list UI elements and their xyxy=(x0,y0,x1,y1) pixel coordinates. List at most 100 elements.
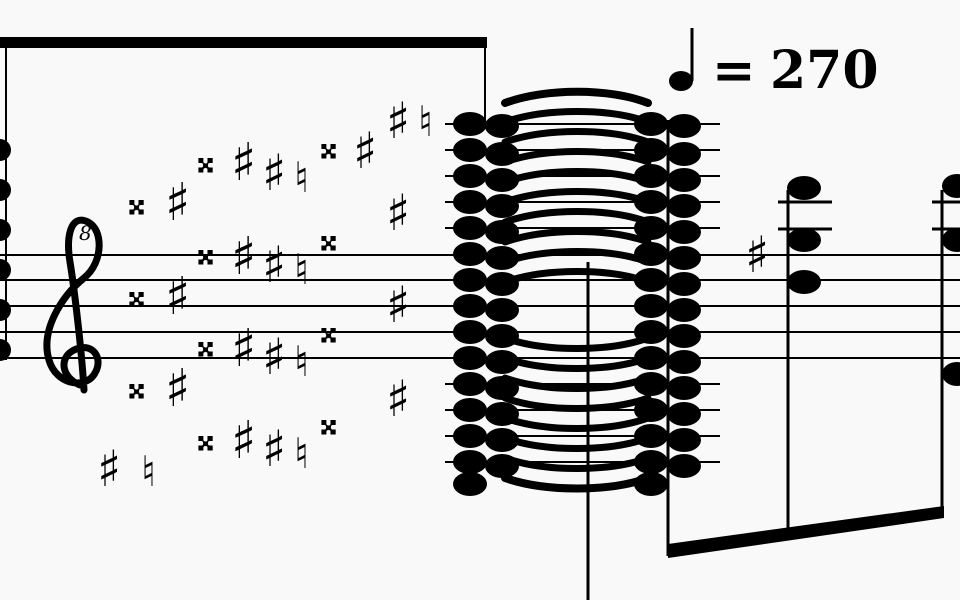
natural-icon: ♮ xyxy=(294,153,309,202)
octave-marker: 8 xyxy=(79,221,92,245)
sharp-icon: ♯ xyxy=(262,420,286,478)
quarter-note-icon xyxy=(669,71,693,91)
cluster-note xyxy=(485,350,519,374)
tie-arc xyxy=(501,454,652,472)
tempo-marking: = 270 xyxy=(669,28,879,101)
tempo-equals: = xyxy=(712,40,756,101)
sharp-icon: ♯ xyxy=(231,411,256,471)
sharp-icon: ♯ xyxy=(231,227,256,287)
sharp-icon: ♯ xyxy=(165,267,190,327)
left-note-3 xyxy=(0,219,11,241)
cluster-note xyxy=(667,168,701,192)
edge-chord-note xyxy=(942,228,960,252)
tie-arc xyxy=(501,268,652,286)
sharp-icon: ♯ xyxy=(386,184,410,242)
cluster-note xyxy=(453,294,487,318)
chord-note xyxy=(787,176,821,200)
sharp-icon: ♯ xyxy=(165,173,190,233)
natural-icon: ♮ xyxy=(294,245,309,294)
double-sharp-icon: 𝄪 xyxy=(197,415,214,459)
sharp-icon: ♯ xyxy=(165,359,190,419)
sharp-icon: ♯ xyxy=(262,236,286,294)
treble-clef-icon xyxy=(43,216,103,394)
left-note-4 xyxy=(0,259,11,281)
tie-arc xyxy=(501,394,652,412)
accidentals-cluster: 𝄪 𝄪 𝄪 ♯ ♯ ♯ 𝄪 𝄪 𝄪 𝄪 ♯ ♯ ♯ ♯ xyxy=(97,92,433,498)
cluster-note xyxy=(485,428,519,452)
sharp-column-3: ♯ ♯ ♯ ♯ xyxy=(262,144,286,478)
sharp-column-2: ♯ ♯ ♯ ♯ xyxy=(231,133,256,471)
sharp-column-1: ♯ ♯ ♯ xyxy=(165,173,190,419)
tie-arc xyxy=(501,108,652,126)
sharp-icon: ♯ xyxy=(262,144,286,202)
tie-arc xyxy=(501,434,652,452)
natural-icon: ♮ xyxy=(294,337,309,386)
treble-clef: 8 xyxy=(43,216,103,394)
double-sharp-icon: 𝄪 xyxy=(128,179,145,223)
tie-arc xyxy=(501,128,652,146)
tie-arc xyxy=(501,414,652,432)
double-sharp-icon: 𝄪 xyxy=(197,229,214,273)
tie-arc xyxy=(501,228,652,246)
double-sharp-icon: 𝄪 xyxy=(197,137,214,181)
cluster-note xyxy=(453,346,487,370)
cluster-note xyxy=(667,246,701,270)
sharp-icon: ♯ xyxy=(353,122,377,180)
natural-column-2: ♮ xyxy=(418,97,433,146)
tie-arcs xyxy=(501,87,652,493)
cluster-note xyxy=(634,294,668,318)
cluster-note xyxy=(667,114,701,138)
bottom-beam xyxy=(668,506,944,558)
tie-arc xyxy=(501,248,652,266)
cluster-note xyxy=(667,428,701,452)
tie-arc xyxy=(501,188,652,206)
left-note-1 xyxy=(0,139,11,161)
tie-arc xyxy=(501,474,652,493)
cluster-note xyxy=(667,376,701,400)
double-sharp-column-2: 𝄪 𝄪 𝄪 𝄪 xyxy=(197,137,214,459)
tie-arc xyxy=(501,354,652,372)
sharp-icon: ♯ xyxy=(745,226,769,284)
sharp-icon: ♯ xyxy=(97,440,121,498)
lower-left-accidentals: ♯ ♮ xyxy=(97,440,156,498)
tie-arc xyxy=(501,168,652,186)
double-sharp-icon: 𝄪 xyxy=(128,271,145,315)
double-sharp-icon: 𝄪 xyxy=(128,363,145,407)
cluster-note xyxy=(485,298,519,322)
left-note-6 xyxy=(0,339,11,361)
cluster-note xyxy=(485,246,519,270)
cluster-note xyxy=(667,272,701,296)
left-note-5 xyxy=(0,299,11,321)
sharp-icon: ♯ xyxy=(386,276,410,334)
sharp-icon: ♯ xyxy=(262,328,286,386)
cluster-note xyxy=(667,220,701,244)
cluster-note xyxy=(667,298,701,322)
double-sharp-column-3: 𝄪 𝄪 𝄪 𝄪 xyxy=(320,123,337,443)
cluster-ledger-lines xyxy=(445,123,720,463)
beam-top xyxy=(0,37,487,48)
cluster-note xyxy=(453,268,487,292)
left-system-fragment xyxy=(0,37,487,361)
sharp-column-4: ♯ ♯ ♯ ♯ ♯ xyxy=(353,92,410,428)
natural-icon: ♮ xyxy=(418,97,433,146)
sharp-icon: ♯ xyxy=(386,92,410,150)
cluster-note xyxy=(453,320,487,344)
cluster-note xyxy=(667,194,701,218)
tempo-bpm: 270 xyxy=(770,40,879,101)
tie-arc xyxy=(501,208,652,226)
cluster-note xyxy=(667,454,701,478)
double-sharp-icon: 𝄪 xyxy=(320,215,337,259)
chord-note xyxy=(787,270,821,294)
double-sharp-icon: 𝄪 xyxy=(320,399,337,443)
sharp-icon: ♯ xyxy=(231,319,256,379)
cluster-note xyxy=(634,268,668,292)
tie-arc xyxy=(501,374,652,392)
double-sharp-icon: 𝄪 xyxy=(320,123,337,167)
cluster-note xyxy=(453,472,487,496)
natural-icon: ♮ xyxy=(141,447,156,496)
chord-note xyxy=(787,228,821,252)
double-sharp-icon: 𝄪 xyxy=(197,321,214,365)
sharp-icon: ♯ xyxy=(386,370,410,428)
